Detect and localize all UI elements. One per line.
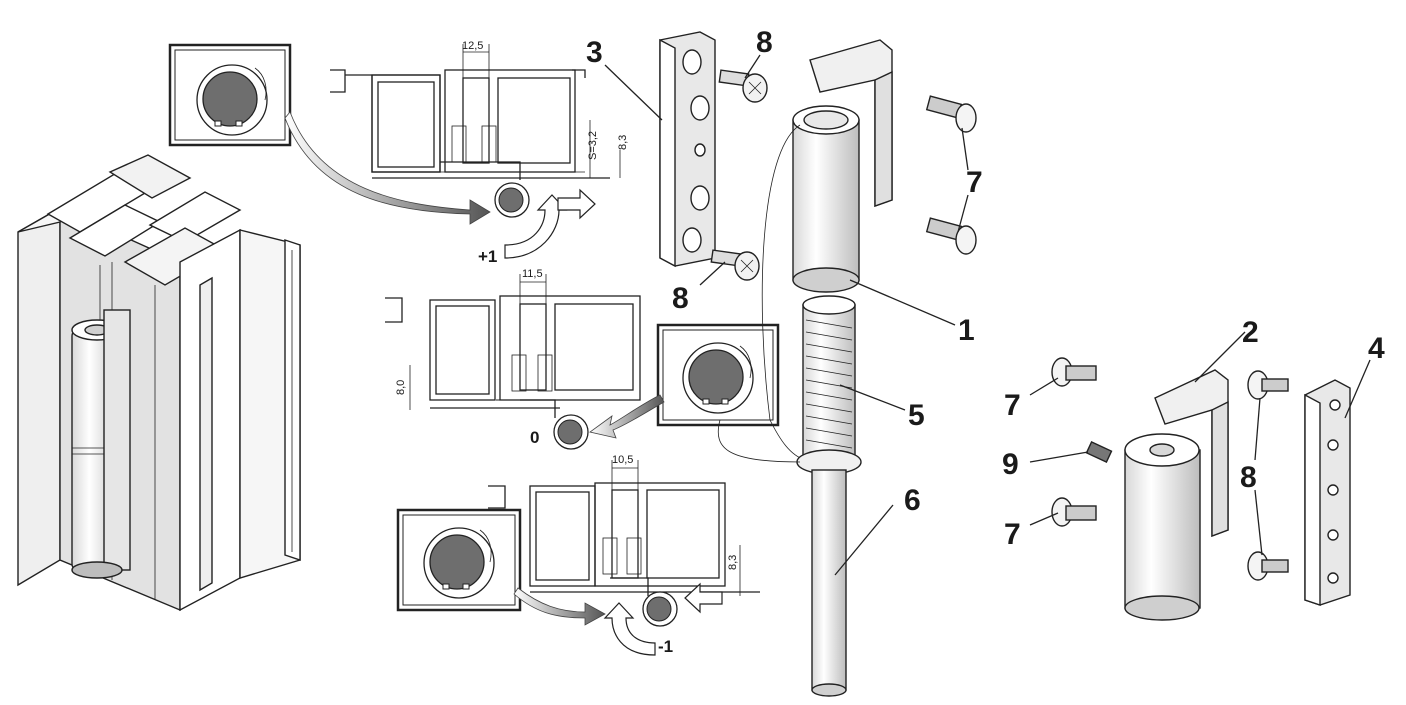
dim-bottom-offset: 8,3 [727, 555, 739, 570]
callout-8-lower: 8 [672, 282, 689, 315]
dim-top-wall: S=3,2 [587, 131, 599, 160]
screw-8-upper [718, 69, 768, 103]
profile-section-middle: 11,5 8,0 0 [385, 268, 641, 450]
callout-numbers: 3 8 8 7 1 5 6 2 4 7 9 7 8 [586, 26, 1385, 551]
callout-6: 6 [904, 484, 921, 517]
callout-7-upper: 7 [966, 166, 983, 199]
hinge-lower-part-2 [1124, 369, 1229, 621]
screw-7-upper-b [925, 217, 977, 255]
callout-1: 1 [958, 314, 975, 347]
screw-7-lower-b [1051, 497, 1097, 527]
dim-middle-offset: 8,0 [395, 380, 407, 395]
zoom-detail-bottom [396, 508, 606, 626]
dim-top-gap: 12,5 [462, 40, 483, 52]
hinge-upper-part-1 [761, 39, 893, 461]
callout-9: 9 [1002, 448, 1019, 481]
callout-8-right: 8 [1240, 461, 1257, 494]
callout-3: 3 [586, 36, 603, 69]
profile-section-bottom: 10,5 8,3 -1 [488, 454, 760, 656]
screw-8-lower-b [1247, 551, 1289, 581]
zoom-detail-top [168, 43, 491, 225]
spring-sleeve-5 [717, 295, 862, 475]
screw-8-lower-a [1247, 370, 1289, 400]
screw-7-upper-a [925, 95, 977, 133]
screw-8-lower [710, 249, 760, 281]
dim-bottom-gap: 10,5 [612, 454, 633, 466]
dim-middle-gap: 11,5 [522, 268, 543, 280]
set-screw-9 [1085, 440, 1113, 464]
leader-lines [604, 54, 1371, 576]
profile-section-top: 12,5 S=3,2 8,3 +1 [330, 40, 629, 266]
adjust-minus-one: -1 [658, 637, 673, 656]
callout-5: 5 [908, 399, 925, 432]
mounting-plate-4 [1304, 379, 1351, 606]
zoom-detail-middle [589, 323, 780, 439]
mounting-plate-3 [659, 31, 716, 268]
callout-7-lower-b: 7 [1004, 518, 1021, 551]
callout-8-upper: 8 [756, 26, 773, 59]
screw-7-lower-a [1051, 357, 1097, 387]
adjust-zero: 0 [530, 428, 539, 447]
dim-top-offset: 8,3 [617, 135, 629, 150]
profile-3d-view [17, 154, 301, 612]
hinge-pin-6 [811, 469, 847, 697]
adjust-plus-one: +1 [478, 247, 497, 266]
callout-2: 2 [1242, 316, 1259, 349]
callout-7-lower-a: 7 [1004, 389, 1021, 422]
callout-4: 4 [1368, 332, 1385, 365]
